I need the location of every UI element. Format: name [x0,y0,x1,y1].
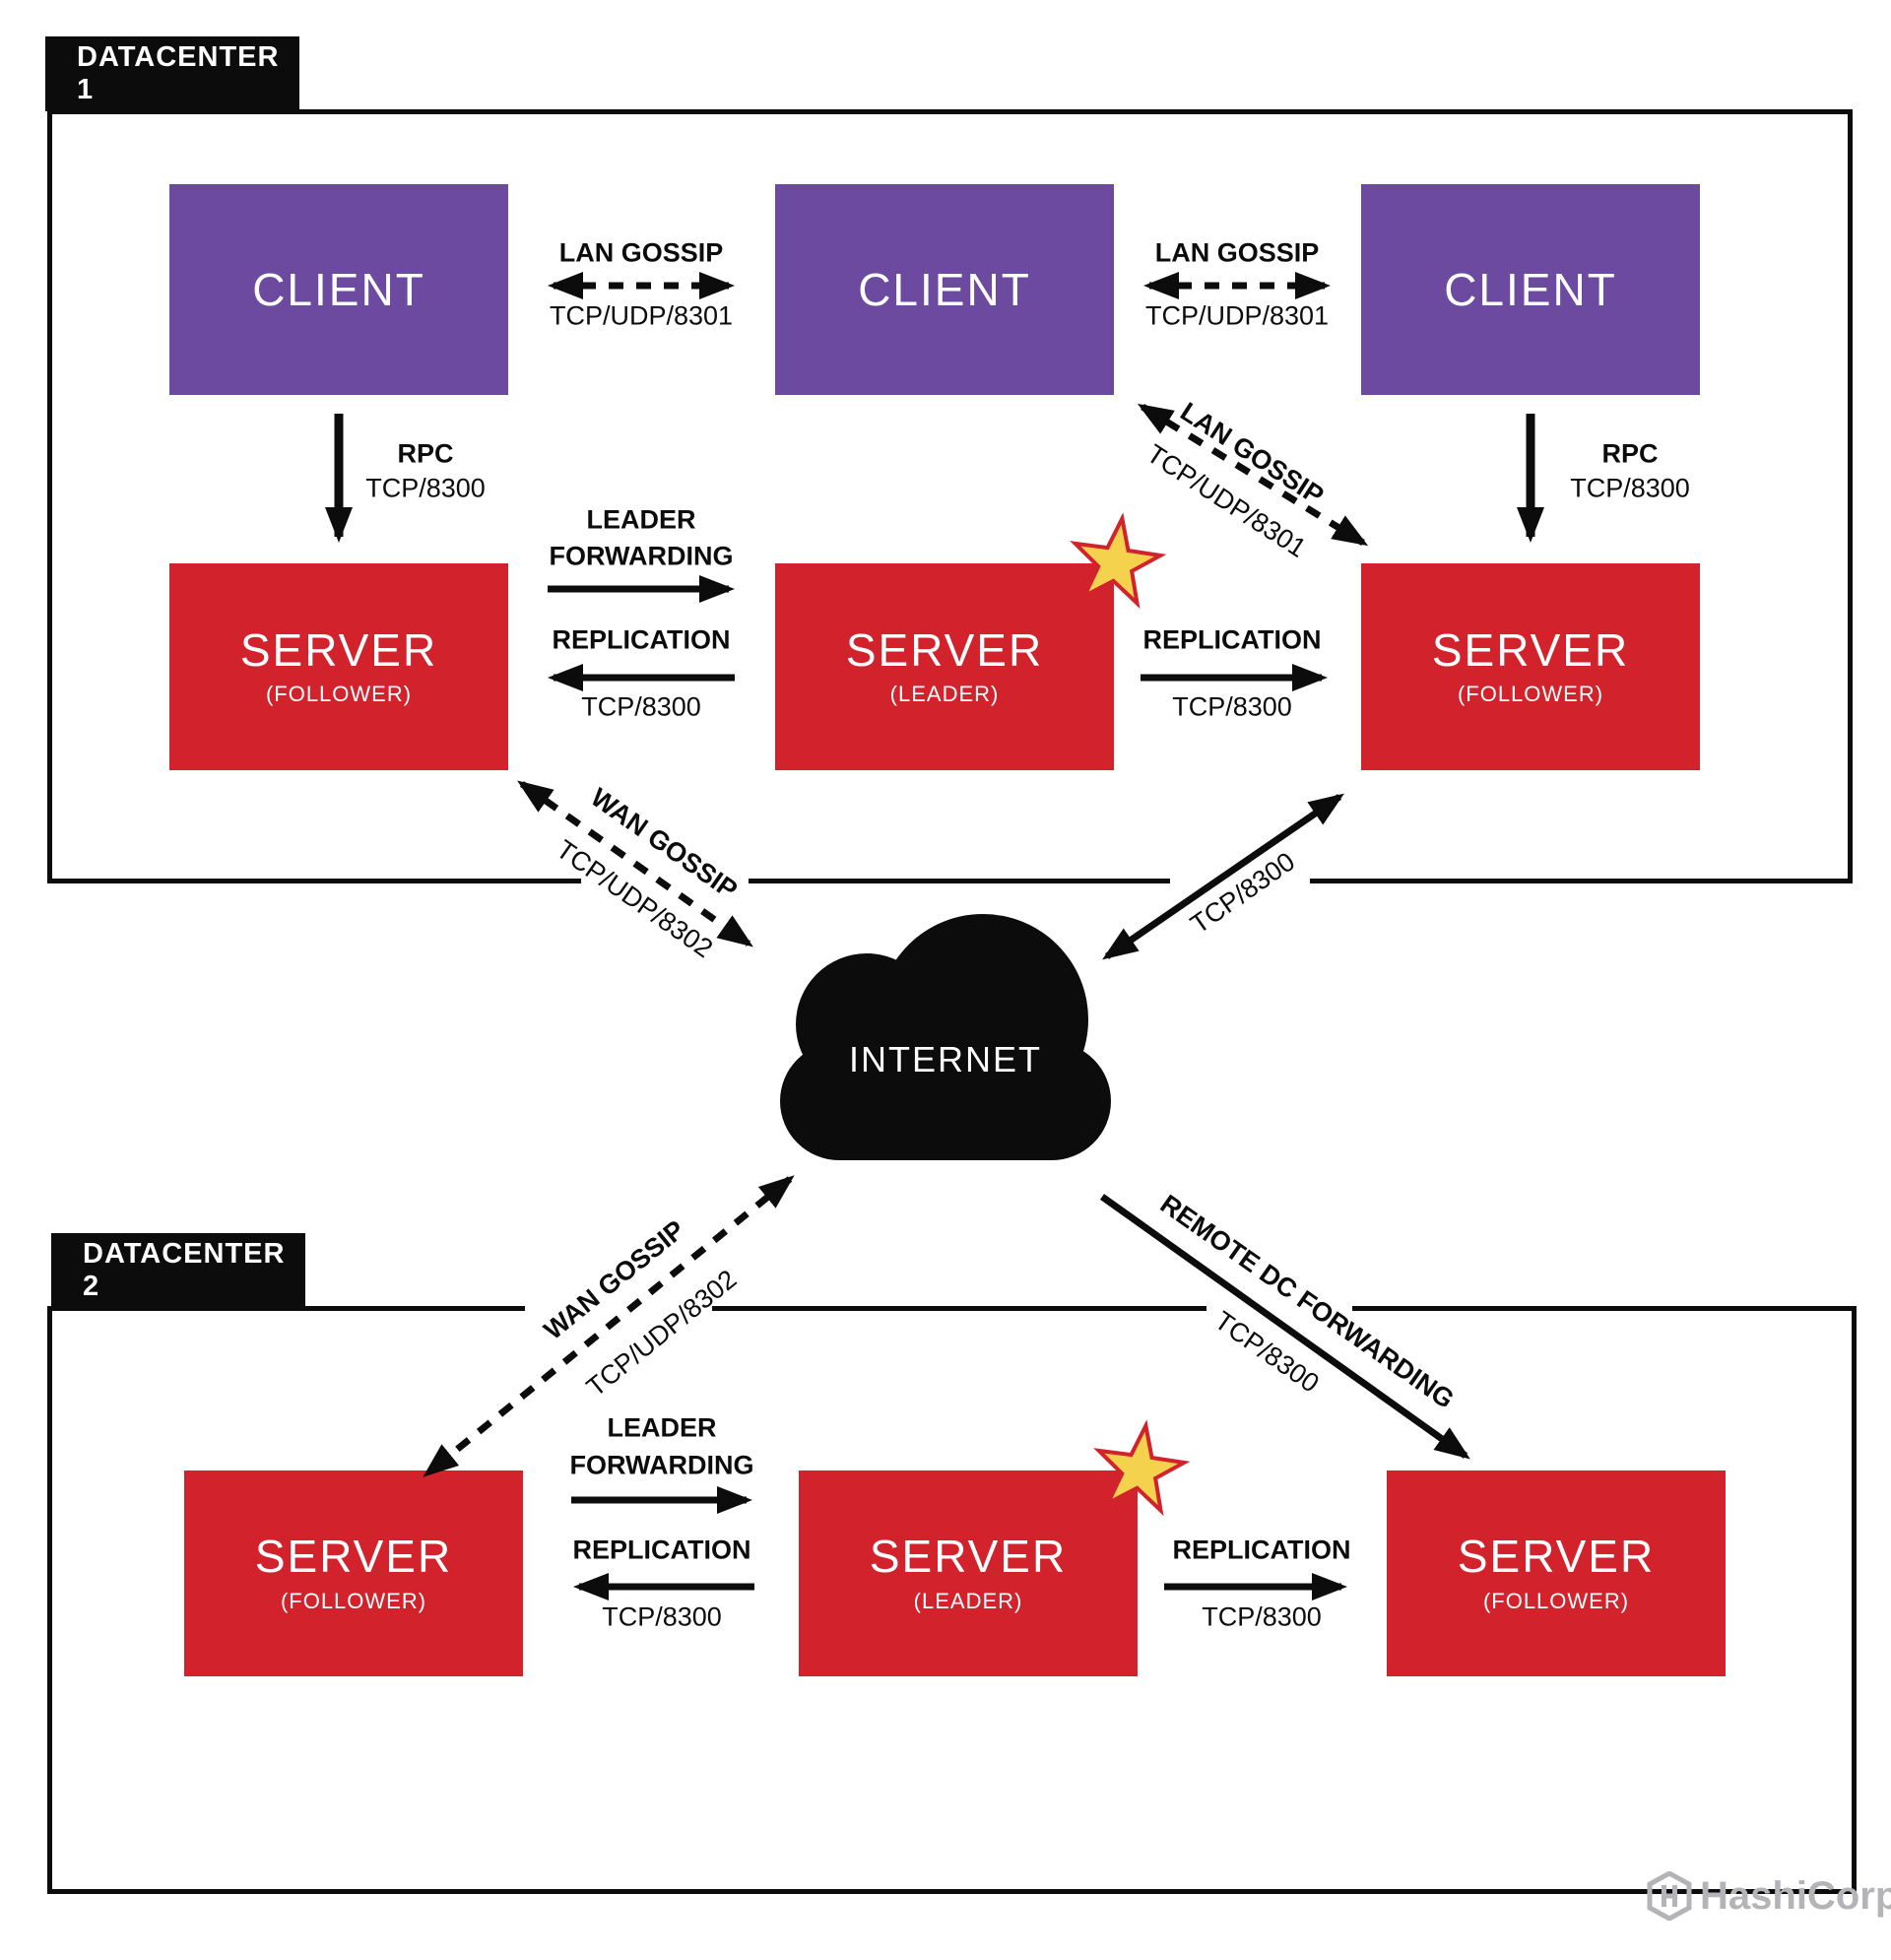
replication-label-dc1-left: REPLICATION [552,624,731,655]
client-label: CLIENT [252,263,425,315]
dc1-server-leader: SERVER (LEADER) [775,563,1114,770]
hashicorp-wordmark: HashiCorp [1700,1873,1891,1918]
datacenter2-label: DATACENTER 2 [83,1238,286,1302]
hashicorp-logo: HashiCorp [1647,1871,1891,1921]
server-label: SERVER [869,1531,1068,1583]
leader-forwarding-line2-dc2: FORWARDING [569,1450,754,1480]
replication-port-dc1-right: TCP/8300 [1172,691,1292,722]
server-role: (FOLLOWER) [265,682,413,707]
dc2-server-follower-left: SERVER (FOLLOWER) [184,1470,523,1676]
server-label: SERVER [845,623,1044,676]
rpc-port-right: TCP/8300 [1570,473,1690,503]
server-role: (LEADER) [889,682,1000,707]
server-role: (FOLLOWER) [1457,682,1604,707]
replication-label-dc2-right: REPLICATION [1172,1535,1351,1565]
server-label: SERVER [254,1531,453,1583]
leader-forwarding-line1-dc2: LEADER [607,1412,717,1443]
leader-forwarding-line1-dc1: LEADER [586,504,696,535]
datacenter2-tag: DATACENTER 2 [51,1233,305,1308]
rpc-label-right: RPC [1601,438,1659,469]
dc1-server-follower-right: SERVER (FOLLOWER) [1361,563,1700,770]
internet-cloud-icon [780,914,1111,1160]
server-role: (FOLLOWER) [1482,1588,1630,1613]
replication-port-dc2-right: TCP/8300 [1202,1601,1322,1632]
server-role: (LEADER) [913,1588,1023,1613]
hashicorp-mark-icon [1647,1871,1692,1921]
datacenter1-label: DATACENTER 1 [77,41,280,105]
datacenter2-frame [47,1306,1857,1894]
datacenter1-tag: DATACENTER 1 [45,36,299,111]
dc1-server-follower-left: SERVER (FOLLOWER) [169,563,508,770]
lan-gossip-label-1: LAN GOSSIP [558,237,724,268]
replication-port-dc1-left: TCP/8300 [581,691,701,722]
rpc-label-left: RPC [397,438,454,469]
dc2-server-leader: SERVER (LEADER) [799,1470,1138,1676]
dc1-client-3: CLIENT [1361,184,1700,395]
client-label: CLIENT [858,263,1031,315]
dc2-server-follower-right: SERVER (FOLLOWER) [1387,1470,1726,1676]
dc1-client-2: CLIENT [775,184,1114,395]
server-label: SERVER [1431,623,1630,676]
replication-port-dc2-left: TCP/8300 [602,1601,722,1632]
lan-gossip-port-2: TCP/UDP/8301 [1144,300,1330,331]
internet-label: INTERNET [849,1039,1042,1079]
server-label: SERVER [239,623,438,676]
dc1-client-1: CLIENT [169,184,508,395]
leader-forwarding-line2-dc1: FORWARDING [549,541,734,571]
lan-gossip-port-1: TCP/UDP/8301 [549,300,734,331]
replication-label-dc2-left: REPLICATION [572,1535,751,1565]
server-label: SERVER [1457,1531,1656,1583]
server-role: (FOLLOWER) [280,1588,427,1613]
rpc-port-left: TCP/8300 [365,473,486,503]
lan-gossip-label-2: LAN GOSSIP [1154,237,1320,268]
replication-label-dc1-right: REPLICATION [1142,624,1322,655]
client-label: CLIENT [1444,263,1617,315]
datacenter1-frame [47,109,1853,883]
